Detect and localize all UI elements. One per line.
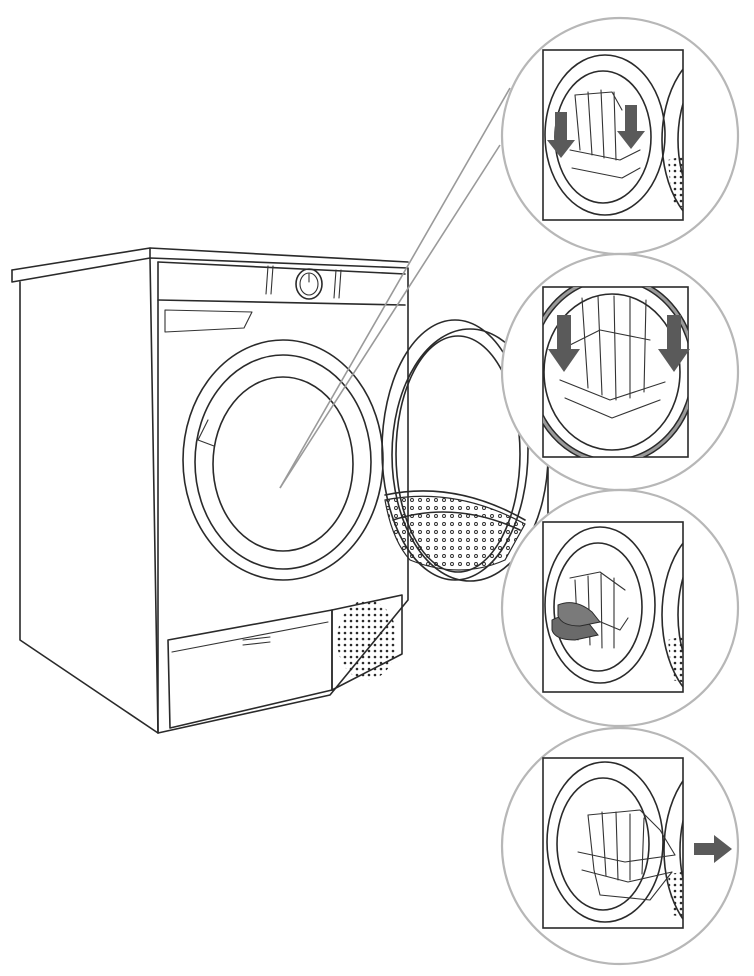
drum-opening	[182, 339, 384, 581]
down-arrow-icon	[548, 315, 580, 372]
down-arrow-icon	[617, 105, 645, 149]
down-arrow-icon	[658, 315, 690, 372]
step-4-frame	[542, 757, 732, 929]
drying-rack[interactable]	[559, 295, 666, 419]
shoes-icon	[551, 602, 601, 641]
control-panel	[157, 261, 406, 333]
dryer	[11, 247, 549, 734]
program-knob-icon[interactable]	[295, 268, 323, 300]
ventilation-grille	[337, 600, 397, 680]
drying-rack[interactable]	[577, 809, 676, 901]
right-arrow-icon	[694, 835, 732, 863]
step-2-frame	[542, 286, 690, 458]
plinth	[167, 594, 403, 729]
open-door[interactable]	[381, 309, 549, 621]
down-arrow-icon	[547, 112, 575, 158]
step-3-frame	[542, 521, 684, 693]
callout-leader	[279, 87, 511, 489]
drying-rack[interactable]	[569, 89, 641, 179]
step-1-frame	[542, 49, 684, 221]
